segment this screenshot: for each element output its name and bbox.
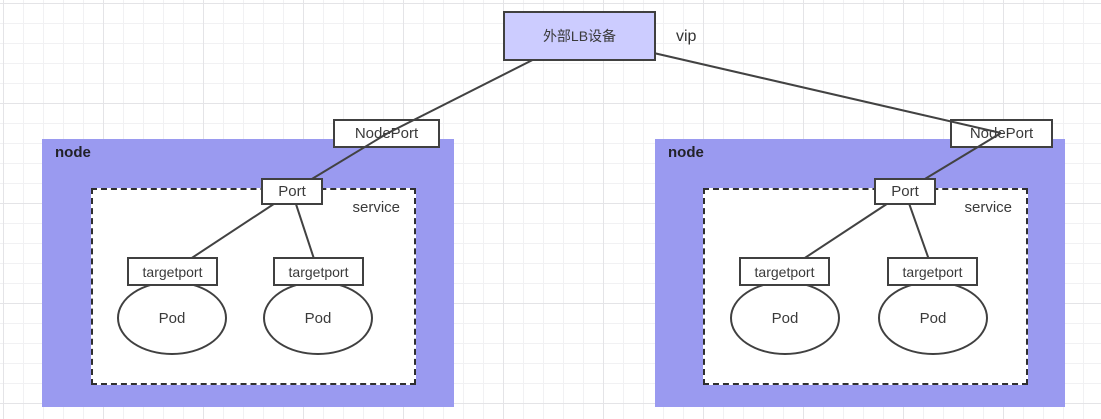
node-label: node [668,144,704,161]
pod-ellipse: Pod [878,281,988,355]
targetport-box: targetport [273,257,364,286]
pod-ellipse: Pod [730,281,840,355]
service-label: service [352,199,400,216]
nodeport-box-left: NodePort [333,119,440,148]
vip-label: vip [676,28,697,45]
targetport-box: targetport [739,257,830,286]
pod-ellipse: Pod [263,281,373,355]
nodeport-box-right: NodePort [950,119,1053,148]
service-label: service [964,199,1012,216]
node-box-left: node service [42,139,454,407]
targetport-box: targetport [887,257,978,286]
pod-ellipse: Pod [117,281,227,355]
targetport-box: targetport [127,257,218,286]
node-box-right: node service [655,139,1065,407]
service-box-right: service [703,188,1028,385]
port-box-right: Port [874,178,936,205]
service-box-left: service [91,188,416,385]
node-label: node [55,144,91,161]
external-lb-box: 外部LB设备 [503,11,656,61]
port-box-left: Port [261,178,323,205]
